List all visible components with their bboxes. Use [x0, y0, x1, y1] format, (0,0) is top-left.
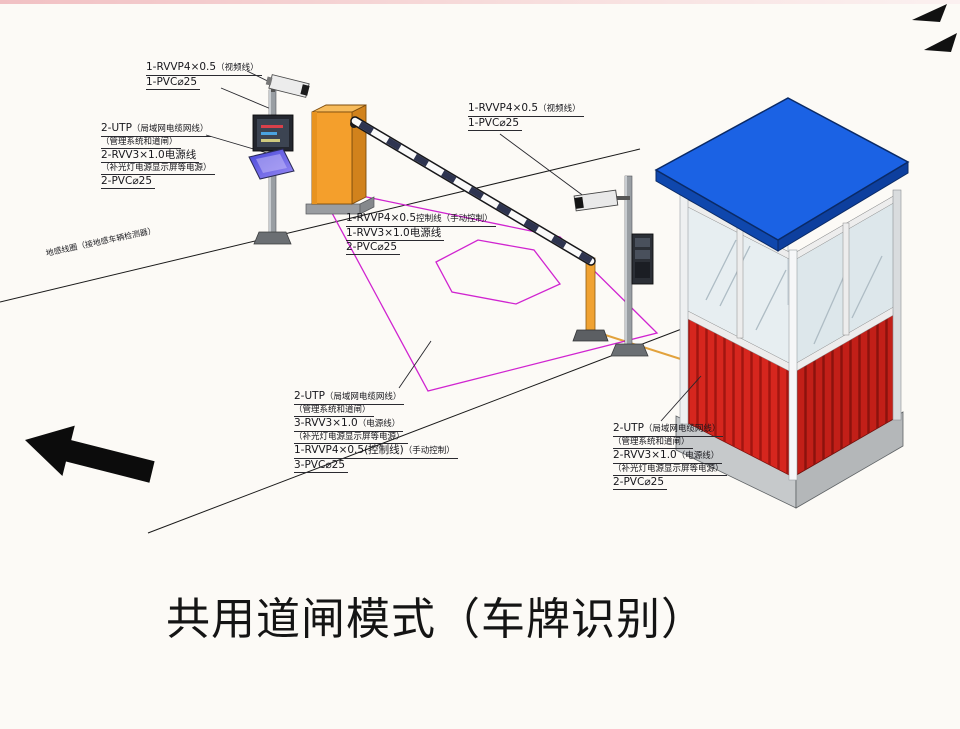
camera2-mount	[612, 196, 630, 200]
camera2-icon	[573, 189, 619, 212]
booth-post-front	[788, 249, 798, 481]
photo-edge	[0, 0, 960, 4]
direction-arrow	[25, 425, 155, 483]
corrugation-right	[793, 312, 897, 477]
booth-post-right	[892, 189, 902, 421]
cable-spec-row: 1-RVV3×1.0电源线	[346, 227, 445, 241]
corrugation-left	[684, 316, 793, 477]
cable-spec-row: 2-PVC⌀25	[613, 476, 667, 490]
pole1-base	[253, 231, 292, 245]
road-line-upper	[0, 148, 641, 303]
label-camera2-cables: 1-RVVP4×0.5（视频线） 1-PVC⌀25	[468, 102, 584, 131]
cable-spec-row: （管理系统和道闸）	[613, 437, 693, 449]
camera-pole-2	[573, 175, 654, 357]
corner-arrow-icons	[912, 4, 957, 52]
cable-spec-row: 1-RVVP4×0.5（视频线）	[146, 61, 262, 76]
cable-spec-row: 1-PVC⌀25	[146, 76, 200, 90]
booth-post-left	[679, 191, 689, 425]
cable-spec-row: 1-PVC⌀25	[468, 117, 522, 131]
cable-spec-row: 2-UTP（局域网电缆网线）	[613, 422, 724, 437]
cable-spec-row: （管理系统和道闸）	[294, 405, 374, 417]
cable-spec-row: 2-RVV3×1.0（电源线）	[613, 449, 723, 464]
lane-zone-outline	[316, 186, 659, 392]
ground-loop-outline	[435, 239, 562, 305]
control-box-icon	[631, 233, 654, 285]
cable-spec-row: 2-RVV3×1.0电源线	[101, 149, 200, 163]
label-camera1-cables: 1-RVVP4×0.5（视频线） 1-PVC⌀25	[146, 61, 262, 90]
road-line-lower	[147, 321, 701, 534]
label-lane-cables: 2-UTP（局域网电缆网线） （管理系统和道闸） 3-RVV3×1.0（电源线）…	[294, 390, 458, 473]
cable-spec-row: 3-RVV3×1.0（电源线）	[294, 417, 404, 432]
cable-spec-row: 2-PVC⌀25	[101, 175, 155, 189]
label-booth-cables: 2-UTP（局域网电缆网线） （管理系统和道闸） 2-RVV3×1.0（电源线）…	[613, 422, 727, 490]
cable-spec-row: （补光灯电源显示屏等电源）	[101, 163, 215, 175]
cable-spec-row: 1-RVVP4×0.5（视频线）	[468, 102, 584, 117]
barrier-arm	[350, 116, 596, 266]
led-display-icon	[252, 114, 294, 152]
booth-roof-top	[654, 97, 910, 241]
cable-spec-row: 3-PVC⌀25	[294, 459, 348, 473]
leader-lines	[205, 70, 702, 422]
guard-booth	[654, 97, 910, 509]
cable-spec-row: 1-RVVP4×0.5(控制线)（手动控制）	[294, 444, 458, 459]
label-pole1-cables: 2-UTP（局域网电缆网线） （管理系统和道闸） 2-RVV3×1.0电源线 （…	[101, 122, 215, 189]
cable-spec-row: （补光灯电源显示屏等电源）	[613, 464, 727, 476]
camera-pole-1	[248, 74, 310, 245]
cable-spec-row: （管理系统和道闸）	[101, 137, 181, 149]
pole2-base	[610, 343, 649, 357]
glass-reflections	[705, 239, 883, 345]
page-title: 共用道闸模式（车牌识别）	[166, 594, 706, 645]
fill-light-icon	[248, 148, 295, 180]
cable-spec-row: 1-RVVP4×0.5控制线（手动控制）	[346, 212, 496, 227]
cable-spec-row: （补光灯电源显示屏等电源）	[294, 432, 408, 444]
cable-spec-row: 2-PVC⌀25	[346, 241, 400, 255]
label-barrier-cables: 1-RVVP4×0.5控制线（手动控制） 1-RVV3×1.0电源线 2-PVC…	[346, 212, 496, 255]
cable-spec-row: 2-UTP（局域网电缆网线）	[101, 122, 212, 137]
booth-frame-rails	[683, 193, 898, 374]
camera1-icon	[265, 74, 310, 98]
cable-spec-row: 2-UTP（局域网电缆网线）	[294, 390, 405, 405]
arm-support-pole	[572, 257, 609, 342]
